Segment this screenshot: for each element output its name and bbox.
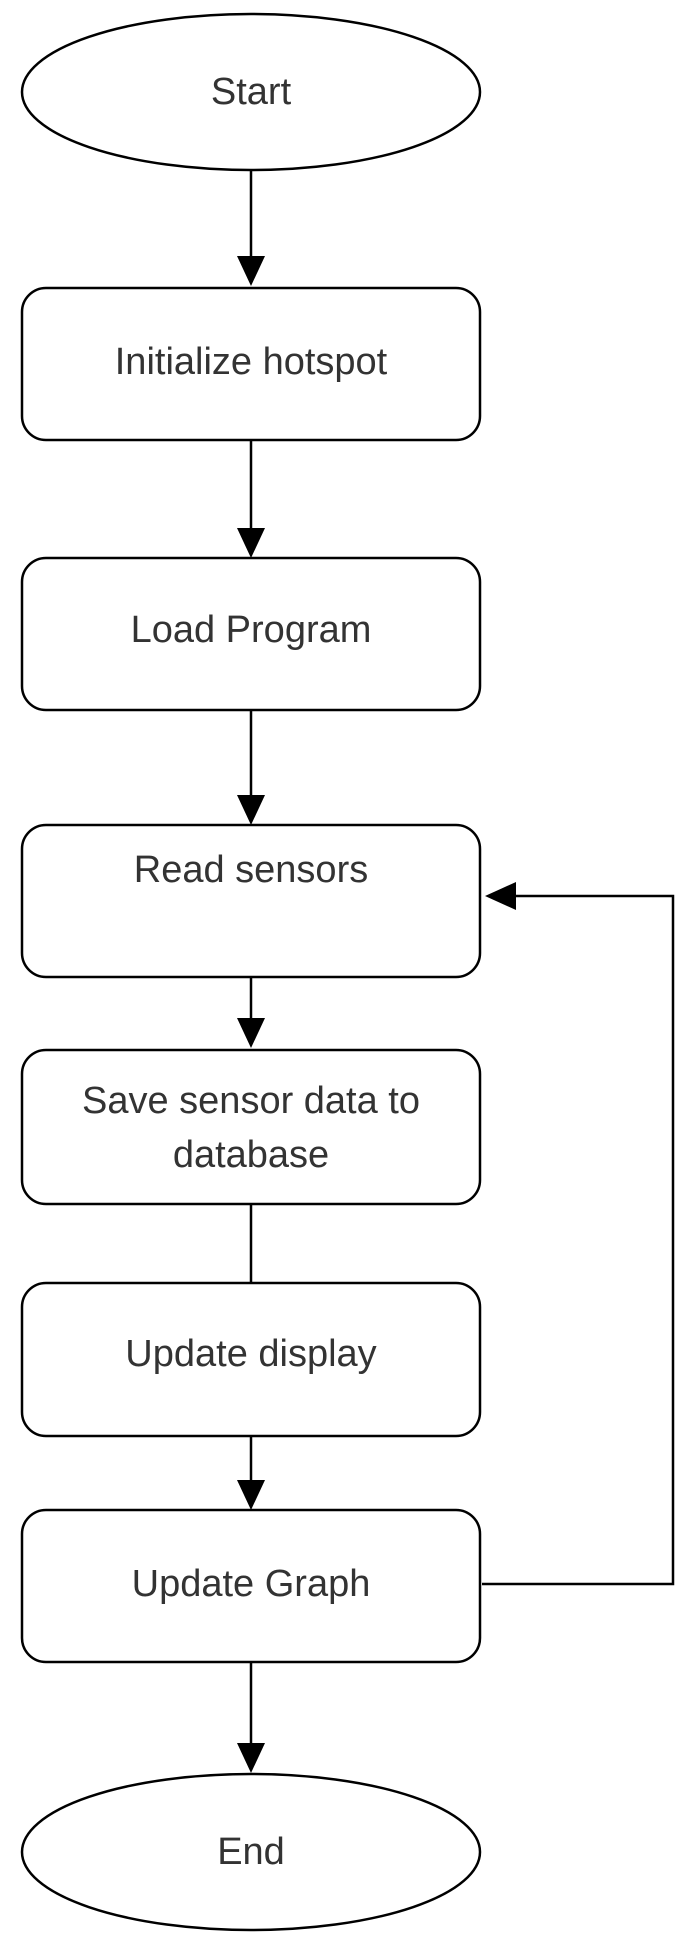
load-program-box bbox=[20, 556, 482, 712]
node-update-display: Update display bbox=[20, 1281, 482, 1438]
arrowhead-graph-to-end bbox=[237, 1743, 265, 1773]
update-display-box bbox=[20, 1281, 482, 1438]
edges bbox=[237, 170, 675, 1773]
save-sensor-data-box bbox=[20, 1048, 482, 1206]
nodes: Start Initialize hotspot Load Program Re… bbox=[20, 12, 482, 1932]
node-initialize-hotspot: Initialize hotspot bbox=[20, 286, 482, 442]
end-label: End bbox=[217, 1831, 285, 1873]
arrowhead-init-to-load bbox=[237, 528, 265, 558]
node-update-graph: Update Graph bbox=[20, 1508, 482, 1664]
initialize-hotspot-box bbox=[20, 286, 482, 442]
read-sensors-box bbox=[20, 823, 482, 979]
arrowhead-read-to-save bbox=[237, 1018, 265, 1048]
load-program-label: Load Program bbox=[131, 609, 372, 651]
node-end: End bbox=[20, 1772, 482, 1932]
node-load-program: Load Program bbox=[20, 556, 482, 712]
node-save-sensor-data: Save sensor data to database bbox=[20, 1048, 482, 1206]
save-sensor-data-label-line1: Save sensor data to bbox=[82, 1080, 420, 1122]
start-ellipse bbox=[20, 12, 482, 172]
node-start: Start bbox=[20, 12, 482, 172]
end-ellipse bbox=[20, 1772, 482, 1932]
save-sensor-data-label-line2: database bbox=[173, 1134, 329, 1176]
update-graph-label: Update Graph bbox=[132, 1563, 371, 1605]
arrowhead-load-to-read bbox=[237, 795, 265, 825]
arrowhead-loop-to-read bbox=[485, 882, 516, 910]
read-sensors-label: Read sensors bbox=[134, 849, 368, 891]
update-display-label: Update display bbox=[125, 1333, 376, 1375]
update-graph-box bbox=[20, 1508, 482, 1664]
start-label: Start bbox=[211, 71, 292, 113]
initialize-hotspot-label: Initialize hotspot bbox=[115, 341, 388, 383]
edge-graph-loop-to-read bbox=[482, 894, 675, 1586]
arrowhead-start-to-init bbox=[237, 256, 265, 286]
arrowhead-display-to-graph bbox=[237, 1480, 265, 1510]
node-read-sensors: Read sensors bbox=[20, 823, 482, 979]
